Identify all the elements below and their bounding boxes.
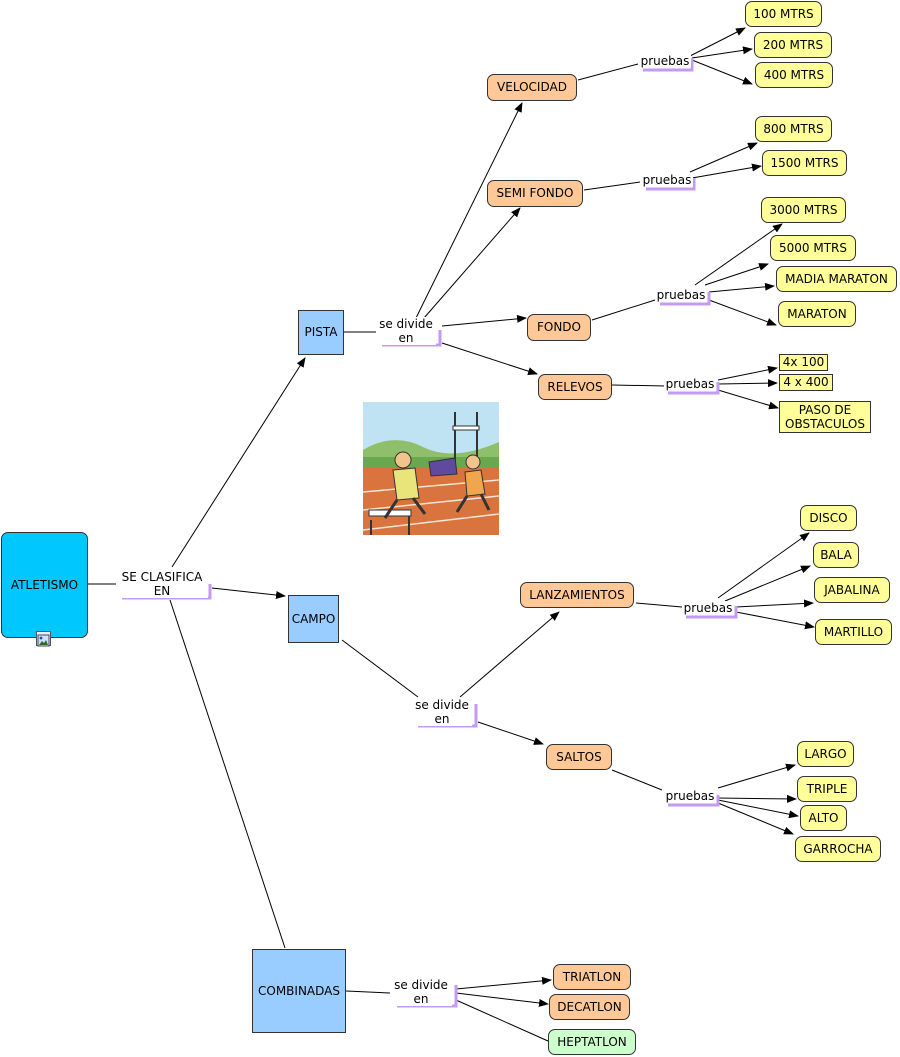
pista-node[interactable]: PISTA	[298, 310, 344, 355]
velocidad-pruebas-phrase: pruebas	[639, 54, 691, 68]
saltos-prueba[interactable]: ALTO	[800, 805, 847, 831]
combinadas-prueba[interactable]: DECATLON	[549, 994, 630, 1020]
lanzamientos-pruebas-phrase: pruebas	[682, 601, 734, 615]
relevos-prueba[interactable]: PASO DE OBSTACULOS	[779, 401, 871, 433]
hurdles-illustration	[363, 402, 499, 535]
velocidad-prueba[interactable]: 100 MTRS	[745, 1, 822, 27]
lanzamientos-node[interactable]: LANZAMIENTOS	[520, 582, 634, 608]
saltos-prueba[interactable]: TRIPLE	[797, 776, 857, 802]
velocidad-prueba[interactable]: 200 MTRS	[754, 32, 832, 58]
campo-se-divide-en-phrase: se divide en	[412, 698, 472, 726]
lanzamientos-prueba[interactable]: BALA	[813, 542, 859, 568]
relevos-pruebas-phrase: pruebas	[664, 377, 716, 391]
combinadas-prueba[interactable]: HEPTATLON	[548, 1029, 636, 1055]
lanzamientos-prueba[interactable]: MARTILLO	[815, 619, 892, 645]
semi-fondo-node[interactable]: SEMI FONDO	[487, 180, 583, 207]
fondo-pruebas-phrase: pruebas	[655, 288, 707, 302]
combinadas-se-divide-en-phrase: se divide en	[390, 978, 452, 1006]
saltos-prueba[interactable]: LARGO	[797, 741, 854, 767]
image-icon[interactable]	[36, 631, 51, 647]
relevos-prueba[interactable]: 4 x 400	[779, 374, 833, 391]
atletismo-node[interactable]: ATLETISMO	[1, 532, 88, 638]
fondo-prueba[interactable]: 5000 MTRS	[770, 235, 856, 261]
relevos-node[interactable]: RELEVOS	[538, 374, 612, 400]
relevos-prueba[interactable]: 4x 100	[779, 354, 828, 371]
semi-fondo-pruebas-phrase: pruebas	[641, 173, 693, 187]
fondo-prueba[interactable]: 3000 MTRS	[761, 197, 846, 223]
saltos-prueba[interactable]: GARROCHA	[795, 836, 881, 862]
fondo-prueba[interactable]: MADIA MARATON	[776, 266, 897, 292]
velocidad-node[interactable]: VELOCIDAD	[487, 74, 577, 101]
se-clasifica-en-phrase: SE CLASIFICA EN	[116, 570, 208, 598]
saltos-pruebas-phrase: pruebas	[664, 789, 716, 803]
combinadas-prueba[interactable]: TRIATLON	[553, 964, 631, 990]
semi-fondo-prueba[interactable]: 1500 MTRS	[762, 150, 847, 176]
combinadas-node[interactable]: COMBINADAS	[252, 949, 346, 1033]
campo-node[interactable]: CAMPO	[288, 595, 339, 643]
saltos-node[interactable]: SALTOS	[546, 744, 612, 770]
lanzamientos-prueba[interactable]: DISCO	[800, 505, 857, 531]
pista-se-divide-en-phrase: se divide en	[376, 317, 436, 345]
lanzamientos-prueba[interactable]: JABALINA	[814, 577, 890, 603]
fondo-node[interactable]: FONDO	[527, 314, 591, 341]
fondo-prueba[interactable]: MARATON	[778, 301, 856, 327]
velocidad-prueba[interactable]: 400 MTRS	[755, 62, 833, 88]
semi-fondo-prueba[interactable]: 800 MTRS	[755, 116, 832, 142]
